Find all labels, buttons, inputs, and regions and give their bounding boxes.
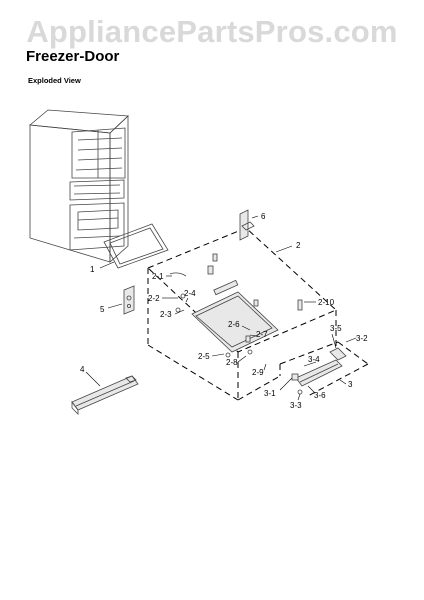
callout-3-3: 3-3 bbox=[290, 401, 302, 410]
callout-2-8: 2-8 bbox=[226, 358, 238, 367]
watermark-logo: AppliancePartsPros.com bbox=[26, 14, 398, 49]
callout-2-10: 2-10 bbox=[318, 298, 335, 307]
callout-2-1: 2-1 bbox=[152, 272, 164, 281]
door-small-parts bbox=[169, 253, 303, 358]
callout-2-9: 2-9 bbox=[252, 368, 264, 377]
callout-2-5: 2-5 bbox=[198, 352, 210, 361]
freezer-handle bbox=[71, 375, 139, 415]
callout-2-4: 2-4 bbox=[184, 289, 196, 298]
callout-2: 2 bbox=[296, 241, 301, 250]
callout-3: 3 bbox=[348, 380, 353, 389]
door-gasket bbox=[103, 223, 169, 269]
callout-1: 1 bbox=[90, 265, 95, 274]
callout-5: 5 bbox=[100, 305, 105, 314]
drawer-rail bbox=[291, 347, 347, 395]
hinge-bracket bbox=[239, 209, 255, 241]
page-title: Freezer-Door bbox=[26, 48, 120, 65]
view-subtitle: Exploded View bbox=[28, 76, 81, 85]
hinge-part bbox=[123, 285, 135, 315]
callout-4: 4 bbox=[80, 365, 85, 374]
refrigerator-cabinet bbox=[29, 109, 129, 263]
callout-3-2: 3-2 bbox=[356, 334, 368, 343]
callout-3-4: 3-4 bbox=[308, 355, 320, 364]
callout-6: 6 bbox=[261, 212, 266, 221]
callout-3-6: 3-6 bbox=[314, 391, 326, 400]
callout-2-7: 2-7 bbox=[256, 330, 268, 339]
callout-2-6: 2-6 bbox=[228, 320, 240, 329]
callout-2-3: 2-3 bbox=[160, 310, 172, 319]
callout-3-1: 3-1 bbox=[264, 389, 276, 398]
door-panel bbox=[191, 279, 279, 353]
callout-3-5: 3-5 bbox=[330, 324, 342, 333]
callout-2-2: 2-2 bbox=[148, 294, 160, 303]
